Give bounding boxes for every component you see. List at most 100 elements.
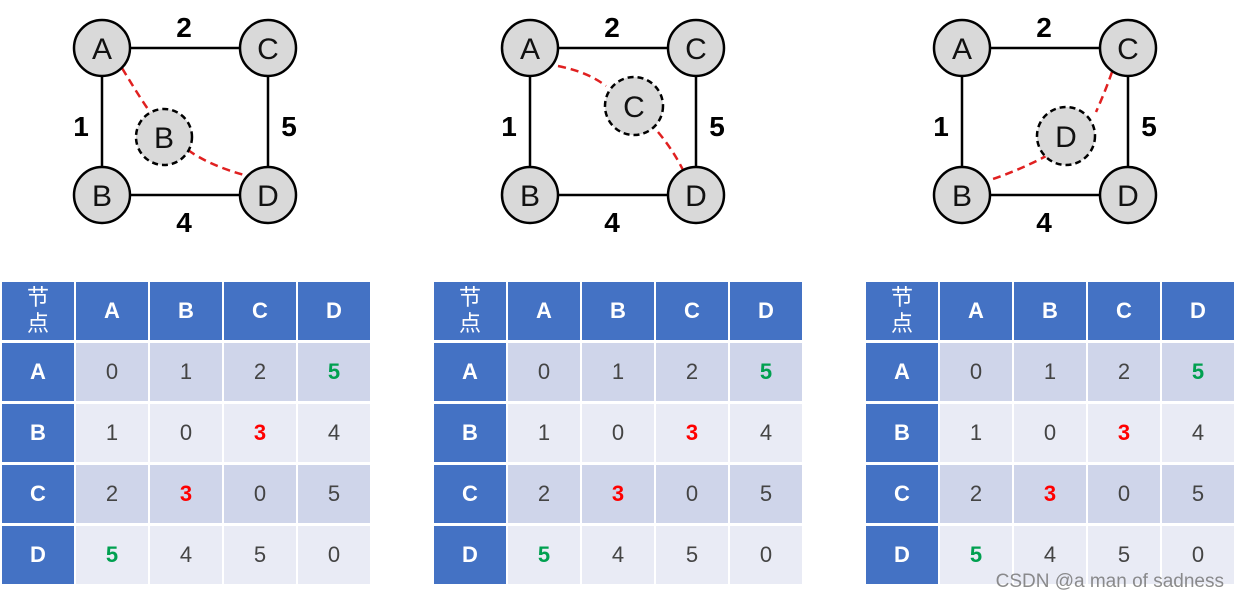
svg-text:D: D xyxy=(1117,180,1139,213)
dashed-path-b-d xyxy=(187,148,249,178)
graph-panel-2: C A C B D 2 1 5 4 xyxy=(488,0,808,250)
dashed-path-a-b xyxy=(120,67,152,113)
svg-text:A: A xyxy=(92,33,112,66)
node-d: D xyxy=(1098,165,1158,225)
table-cell: 4 xyxy=(1162,404,1234,462)
graph-panel-1: B A C B D 2 1 5 4 xyxy=(60,0,380,250)
column-header: D xyxy=(298,282,370,340)
table-cell: 2 xyxy=(656,343,728,401)
row-header: D xyxy=(866,526,938,584)
svg-text:B: B xyxy=(92,180,112,213)
weight-right: 5 xyxy=(709,111,725,142)
table-cell: 5 xyxy=(656,526,728,584)
table-cell: 5 xyxy=(940,526,1012,584)
table-cell: 2 xyxy=(940,465,1012,523)
row-header: A xyxy=(2,343,74,401)
column-header: D xyxy=(1162,282,1234,340)
row-header: A xyxy=(434,343,506,401)
table-cell: 4 xyxy=(1014,526,1086,584)
svg-text:D: D xyxy=(1055,121,1077,154)
row-header: B xyxy=(434,404,506,462)
table-cell: 5 xyxy=(1088,526,1160,584)
weight-left: 1 xyxy=(501,111,517,142)
table-cell: 2 xyxy=(1088,343,1160,401)
node-a: A xyxy=(72,18,132,78)
svg-text:A: A xyxy=(952,33,972,66)
weight-left: 1 xyxy=(73,111,89,142)
svg-text:A: A xyxy=(520,33,540,66)
table-cell: 3 xyxy=(582,465,654,523)
table-cell: 1 xyxy=(150,343,222,401)
table-cell: 0 xyxy=(150,404,222,462)
watermark: CSDN @a man of sadness xyxy=(995,571,1224,592)
svg-text:C: C xyxy=(685,33,707,66)
column-header: B xyxy=(150,282,222,340)
row-header: B xyxy=(2,404,74,462)
table-cell: 1 xyxy=(940,404,1012,462)
weight-bottom: 4 xyxy=(604,207,620,238)
weight-right: 5 xyxy=(1141,111,1157,142)
table-cell: 5 xyxy=(1162,343,1234,401)
table-cell: 1 xyxy=(582,343,654,401)
table-cell: 3 xyxy=(656,404,728,462)
via-node: B xyxy=(134,107,194,167)
row-header: D xyxy=(434,526,506,584)
table-cell: 4 xyxy=(582,526,654,584)
table-cell: 5 xyxy=(730,343,802,401)
column-header: C xyxy=(1088,282,1160,340)
svg-text:B: B xyxy=(520,180,540,213)
node-d: D xyxy=(238,165,298,225)
weight-left: 1 xyxy=(933,111,949,142)
dashed-path-c-d xyxy=(1094,71,1114,113)
table-cell: 0 xyxy=(1014,404,1086,462)
row-header: C xyxy=(866,465,938,523)
dashed-path-d-b xyxy=(989,153,1049,182)
weight-bottom: 4 xyxy=(1036,207,1052,238)
svg-text:B: B xyxy=(154,122,174,155)
table-cell: 3 xyxy=(224,404,296,462)
column-header: C xyxy=(224,282,296,340)
table-cell: 5 xyxy=(508,526,580,584)
via-node: C xyxy=(603,75,665,137)
row-header: C xyxy=(2,465,74,523)
table-cell: 0 xyxy=(76,343,148,401)
column-header: A xyxy=(940,282,1012,340)
table-cell: 5 xyxy=(298,465,370,523)
table-cell: 0 xyxy=(730,526,802,584)
table-cell: 1 xyxy=(76,404,148,462)
column-header: B xyxy=(1014,282,1086,340)
table-cell: 5 xyxy=(76,526,148,584)
table-cell: 3 xyxy=(1014,465,1086,523)
table-cell: 5 xyxy=(224,526,296,584)
graph-panel-3: D A C B D 2 1 5 4 xyxy=(920,0,1240,250)
table-cell: 4 xyxy=(730,404,802,462)
table-cell: 5 xyxy=(730,465,802,523)
table-cell: 5 xyxy=(298,343,370,401)
node-a: A xyxy=(932,18,992,78)
column-header: A xyxy=(76,282,148,340)
table-cell: 2 xyxy=(508,465,580,523)
row-header: A xyxy=(866,343,938,401)
weight-bottom: 4 xyxy=(176,207,192,238)
table-cell: 4 xyxy=(298,404,370,462)
weight-top: 2 xyxy=(604,12,620,43)
corner-header: 节 点 xyxy=(434,282,506,340)
corner-header: 节 点 xyxy=(2,282,74,340)
table-cell: 1 xyxy=(508,404,580,462)
dashed-path-c-d xyxy=(657,131,685,171)
table-cell: 0 xyxy=(1162,526,1234,584)
table-cell: 0 xyxy=(508,343,580,401)
